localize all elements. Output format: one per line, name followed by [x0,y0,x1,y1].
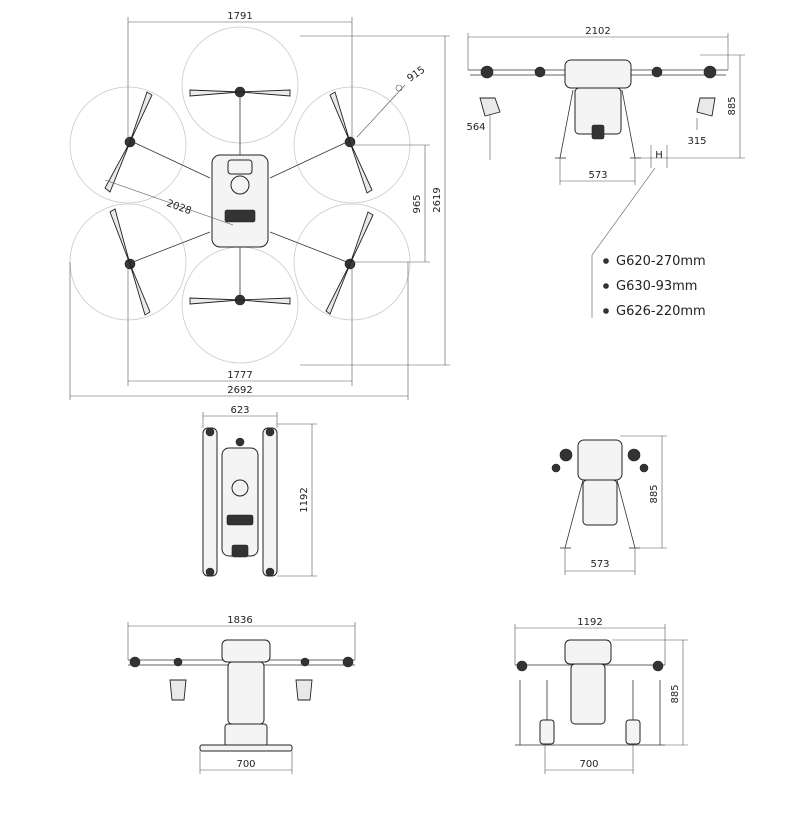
dim-965-label: 965 [412,194,423,213]
side-view-a: 1836 700 [127,615,356,774]
dim-2028-label: 2028 [165,198,193,217]
dim-885-front-label: 885 [727,96,738,115]
dim-564-label: 564 [466,122,485,133]
dim-1192-side-b-label: 1192 [577,617,602,628]
dim-700-side-b-label: 700 [579,759,598,770]
dim-1836-label: 1836 [227,615,252,626]
top-view: 1791 915 2028 965 2619 1777 2692 [69,11,450,400]
folded-front-view: 885 573 [551,435,667,575]
height-legend: G620-270mm G630-93mm G626-220mm [591,254,706,319]
dim-1777-label: 1777 [227,370,252,381]
dim-885-folded-label: 885 [649,484,660,503]
folded-top-view: 623 1192 [202,405,317,577]
front-view: 2102 885 564 315 573 H [466,26,745,256]
legend-item-g620: G620-270mm [616,254,706,269]
dim-1192-folded-label: 1192 [299,487,310,512]
dim-700-side-a-label: 700 [236,759,255,770]
dim-2692-label: 2692 [227,385,252,396]
dim-573-folded-label: 573 [590,559,609,570]
legend-item-g630: G630-93mm [616,279,697,294]
h-marker-label: H [655,150,663,161]
dim-623-label: 623 [230,405,249,416]
dim-315-label: 315 [687,136,706,147]
dim-573-front-label: 573 [588,170,607,181]
dim-2102-label: 2102 [585,26,610,37]
dim-1791-label: 1791 [227,11,252,22]
legend-item-g626: G626-220mm [616,304,706,319]
side-view-b: 1192 700 885 [514,617,688,774]
dim-885-side-b-label: 885 [670,684,681,703]
dim-915-label: 915 [405,64,427,84]
dim-2619-label: 2619 [432,187,443,212]
